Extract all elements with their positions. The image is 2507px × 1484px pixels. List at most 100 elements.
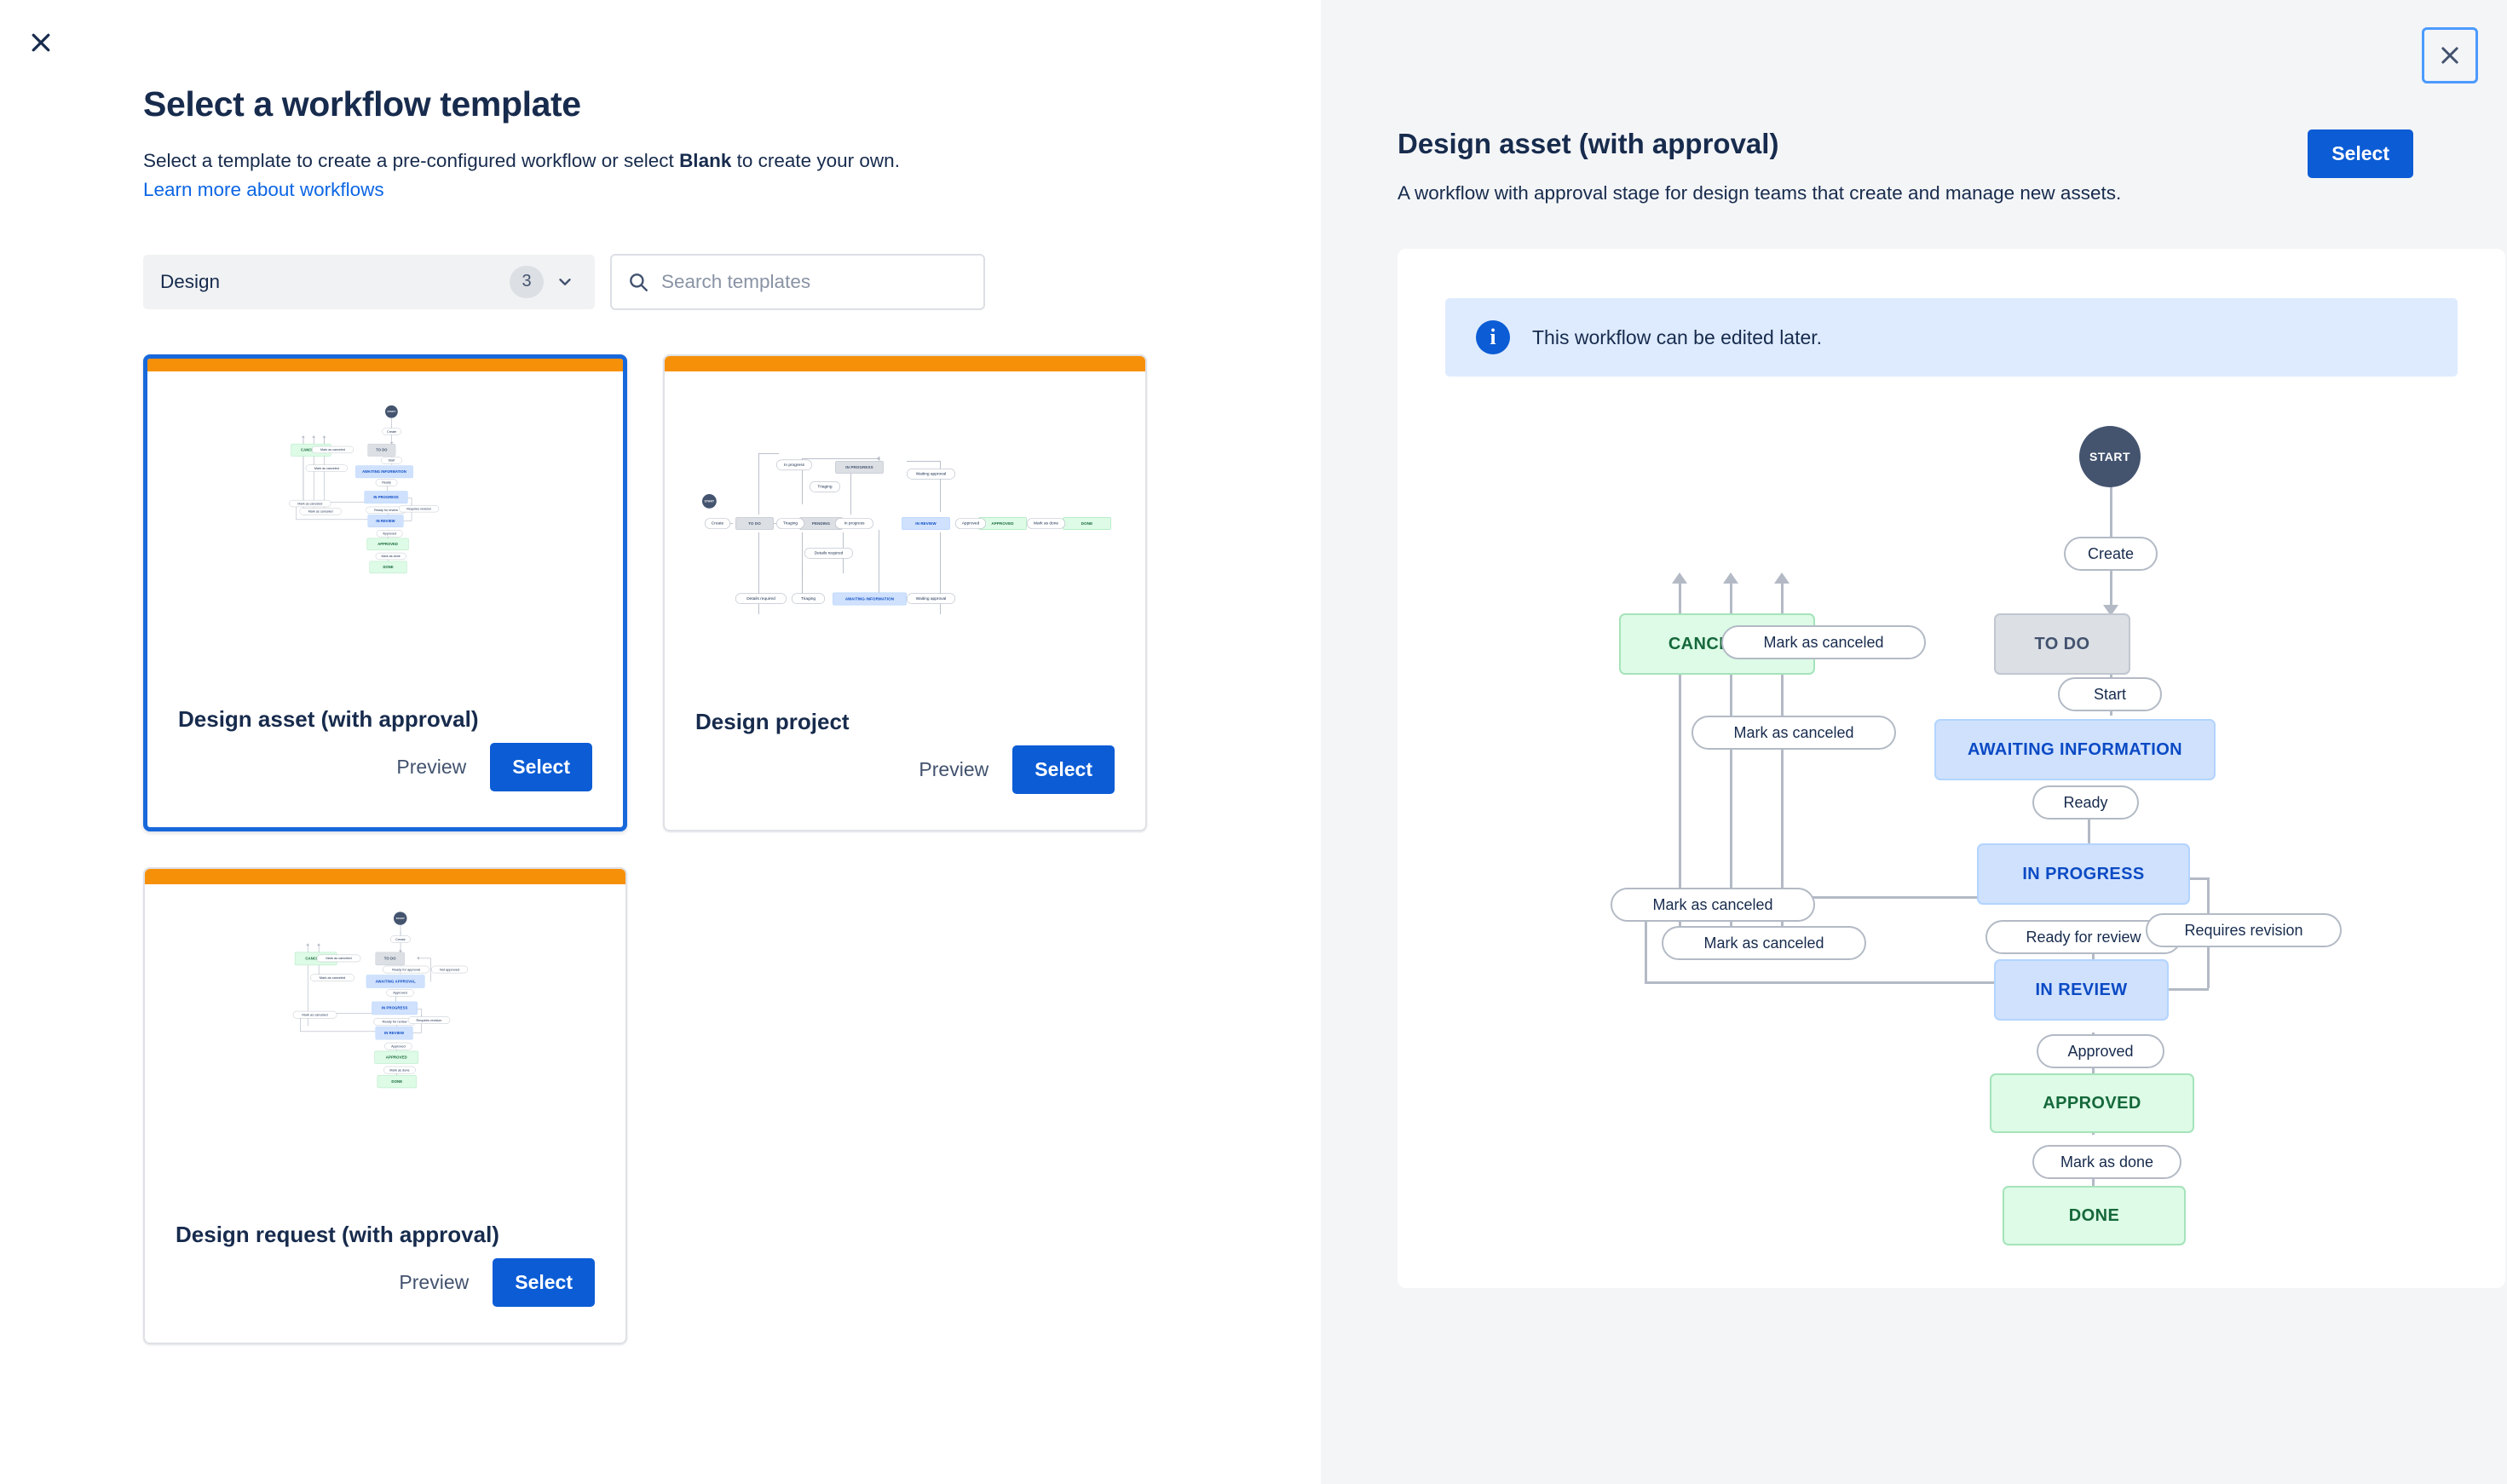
edge	[296, 504, 297, 520]
template-list-pane: Select a workflow template Select a temp…	[17, 19, 1147, 1344]
status-node-start: START	[394, 912, 407, 925]
preview-button[interactable]: Preview	[383, 1259, 484, 1306]
search-templates-box[interactable]	[610, 253, 985, 310]
transition-pill: Approved	[955, 518, 986, 529]
edge	[324, 437, 325, 513]
card-actions: Preview Select	[145, 1257, 625, 1343]
card-color-stripe	[147, 358, 623, 371]
edge	[421, 1009, 422, 1016]
edge-arrow	[389, 441, 394, 445]
status-node-done: DONE	[369, 561, 407, 573]
edge	[1730, 583, 1732, 949]
edge-arrow	[1774, 572, 1789, 584]
transition-pill: Details required	[804, 547, 853, 559]
transition-pill: Approved	[386, 988, 414, 997]
preview-description: A workflow with approval stage for desig…	[1398, 182, 2122, 204]
info-icon: i	[1476, 320, 1510, 354]
status-node-to-do: TO DO	[375, 952, 405, 965]
edge	[300, 1031, 394, 1032]
transition-pill: Create	[390, 935, 411, 943]
select-button[interactable]: Select	[490, 742, 592, 791]
transition-pill: Triaging	[776, 518, 804, 529]
edge-arrow	[2103, 605, 2118, 616]
edge	[1781, 583, 1784, 949]
edge	[303, 437, 304, 515]
edge	[1645, 981, 2079, 984]
status-node-approved: APPROVED	[374, 1050, 419, 1064]
status-node-in-review: IN REVIEW	[902, 516, 950, 530]
transition-pill: Triaging	[810, 480, 840, 492]
select-button[interactable]: Select	[1012, 745, 1115, 794]
edge	[802, 457, 879, 459]
template-preview-pane: Design asset (with approval) A workflow …	[1321, 0, 2507, 1484]
preview-title: Design asset (with approval)	[1398, 128, 1779, 159]
close-icon	[2441, 47, 2458, 64]
close-dialog-button-right[interactable]	[2422, 27, 2478, 83]
edge	[2207, 877, 2210, 912]
info-banner-text: This workflow can be edited later.	[1532, 325, 1823, 348]
edge	[1645, 913, 1647, 983]
card-title: Design project	[695, 708, 850, 734]
edge	[2092, 930, 2095, 983]
transition-pill: Not approved	[431, 965, 469, 974]
close-icon	[32, 33, 50, 52]
transition-pill: Approved	[384, 1042, 412, 1050]
status-node-awaiting-information: AWAITING INFORMATION	[833, 592, 907, 606]
card-actions: Preview Select	[665, 745, 1145, 830]
status-node-approved: APPROVED	[978, 516, 1027, 530]
status-node-in-progress: IN PROGRESS	[364, 491, 408, 503]
card-title: Design request (with approval)	[176, 1221, 499, 1247]
select-template-button[interactable]: Select	[2308, 129, 2413, 178]
edge-arrow	[1723, 572, 1738, 584]
preview-button[interactable]: Preview	[903, 746, 1004, 793]
status-node-in-progress: IN PROGRESS	[372, 1001, 418, 1015]
transition-pill: Triaging	[792, 593, 825, 604]
transition-pill: Approved	[2037, 1034, 2164, 1068]
card-color-stripe	[665, 355, 1145, 371]
transition-pill: Details required	[735, 593, 787, 604]
edge	[296, 519, 385, 520]
status-node-awaiting-information: AWAITING INFORMATION	[355, 465, 413, 478]
select-button[interactable]: Select	[493, 1257, 595, 1307]
status-node-to-do: TO DO	[1994, 613, 2130, 675]
transition-pill: Mark as canceled	[289, 499, 331, 507]
transition-pill: Mark as canceled	[310, 974, 354, 981]
learn-more-link[interactable]: Learn more about workflows	[143, 178, 384, 200]
status-node-in-review: IN REVIEW	[1994, 959, 2169, 1021]
transition-pill: Mark as canceled	[1721, 625, 1926, 659]
card-actions: Preview Select	[147, 742, 623, 827]
subtitle-bold: Blank	[679, 150, 732, 172]
status-node-done: DONE	[2003, 1186, 2186, 1245]
edge-arrow	[417, 956, 419, 960]
status-node-awaiting-information: AWAITING INFORMATION	[1934, 719, 2216, 780]
close-dialog-button-left[interactable]	[17, 19, 65, 66]
edge-arrow	[317, 943, 320, 946]
category-dropdown[interactable]: Design 3	[143, 254, 595, 309]
card-title: Design asset (with approval)	[178, 705, 479, 732]
edge	[758, 452, 779, 454]
subtitle-post: to create your own.	[731, 150, 900, 172]
page-title: Select a workflow template	[143, 84, 581, 124]
edge	[907, 460, 940, 462]
preview-button[interactable]: Preview	[381, 744, 481, 791]
edge	[2147, 988, 2209, 991]
search-input[interactable]	[661, 270, 968, 293]
workflow-preview-card: i This workflow can be edited later. STA…	[1398, 249, 2505, 1288]
transition-pill: Requires revision	[398, 504, 440, 513]
edge	[802, 457, 803, 504]
transition-pill: Waiting approval	[907, 468, 955, 480]
transition-pill: Ready	[2032, 785, 2139, 820]
subtitle-pre: Select a template to create a pre-config…	[143, 150, 680, 172]
transition-pill: Create	[2064, 537, 2158, 571]
transition-pill: Mark as done	[2032, 1145, 2181, 1179]
edge-arrow	[312, 434, 315, 438]
status-node-start: START	[2079, 426, 2141, 487]
edge	[802, 565, 803, 599]
transition-pill: Mark as canceled	[311, 446, 354, 453]
